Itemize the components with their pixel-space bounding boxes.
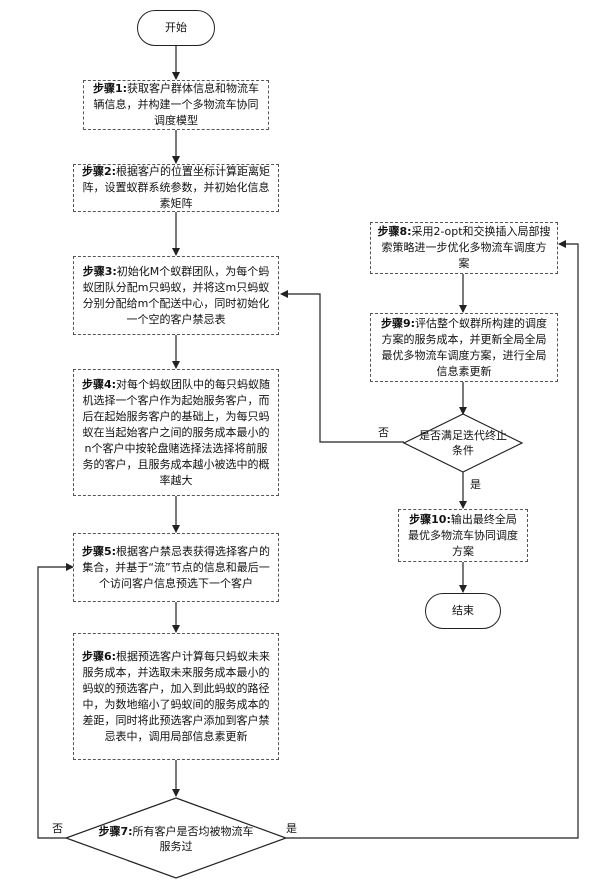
step8-label: 步骤8: <box>377 225 411 238</box>
step9-box: 步骤9:评估整个蚁群所构建的调度方案的服务成本，并更新全局全局最优多物流车调度方… <box>370 313 558 382</box>
step4-box: 步骤4:对每个蚂蚁团队中的每只蚂蚁随机选择一个客户作为起始服务客户，而后在起始服… <box>73 369 279 496</box>
step1-label: 步骤1: <box>93 82 127 95</box>
end-label: 结束 <box>452 603 474 619</box>
step7-decision-text: 步骤7:所有客户是否均被物流车服务过 <box>98 824 254 854</box>
step7-yes-label: 是 <box>286 823 297 835</box>
start-node: 开始 <box>137 10 215 46</box>
step3-box: 步骤3:初始化M个蚁群团队，为每个蚂蚁团队分配m只蚂蚁，并将这m只蚂蚁分别分配给… <box>73 256 279 335</box>
end-node: 结束 <box>425 593 501 629</box>
step2-box: 步骤2:根据客户的位置坐标计算距离矩阵，设置蚁群系统参数，并初始化信息素矩阵 <box>73 164 279 212</box>
step6-box: 步骤6:根据预选客户计算每只蚂蚁未来服务成本，并选取未来服务成本最小的蚂蚁的预选… <box>73 633 279 760</box>
step4-label: 步骤4: <box>82 378 116 391</box>
step8-box: 步骤8:采用2-opt和交换插入局部搜索策略进一步优化多物流车调度方案 <box>370 222 558 274</box>
step7-no-label: 否 <box>52 823 63 835</box>
step9-label: 步骤9: <box>381 317 415 330</box>
step7-label: 步骤7: <box>98 825 132 838</box>
check-no-label: 否 <box>378 427 389 439</box>
step2-label: 步骤2: <box>82 165 116 178</box>
step10-label: 步骤10: <box>409 513 451 526</box>
iteration-check-label: 是否满足迭代终止条件 <box>419 429 507 457</box>
step6-label: 步骤6: <box>82 650 116 663</box>
arrow-step7-no-loop <box>38 567 73 838</box>
step4-text: 对每个蚂蚁团队中的每只蚂蚁随机选择一个客户作为起始服务客户，而后在起始服务客户的… <box>83 378 271 487</box>
step1-box: 步骤1:获取客户群体信息和物流车辆信息，并构建一个多物流车协同调度模型 <box>83 80 269 130</box>
start-label: 开始 <box>165 20 187 36</box>
iteration-check-text: 是否满足迭代终止条件 <box>418 428 508 458</box>
step5-label: 步骤5: <box>82 545 116 558</box>
step3-label: 步骤3: <box>83 265 117 278</box>
step7-text: 所有客户是否均被物流车服务过 <box>133 825 254 853</box>
step5-box: 步骤5:根据客户禁忌表获得选择客户的集合，并基于“流”节点的信息和最后一个访问客… <box>73 533 279 602</box>
step10-box: 步骤10:输出最终全局最优多物流车协同调度方案 <box>398 509 528 562</box>
step6-text: 根据预选客户计算每只蚂蚁未来服务成本，并选取未来服务成本最小的蚂蚁的预选客户，加… <box>83 650 271 743</box>
check-yes-label: 是 <box>470 479 481 491</box>
